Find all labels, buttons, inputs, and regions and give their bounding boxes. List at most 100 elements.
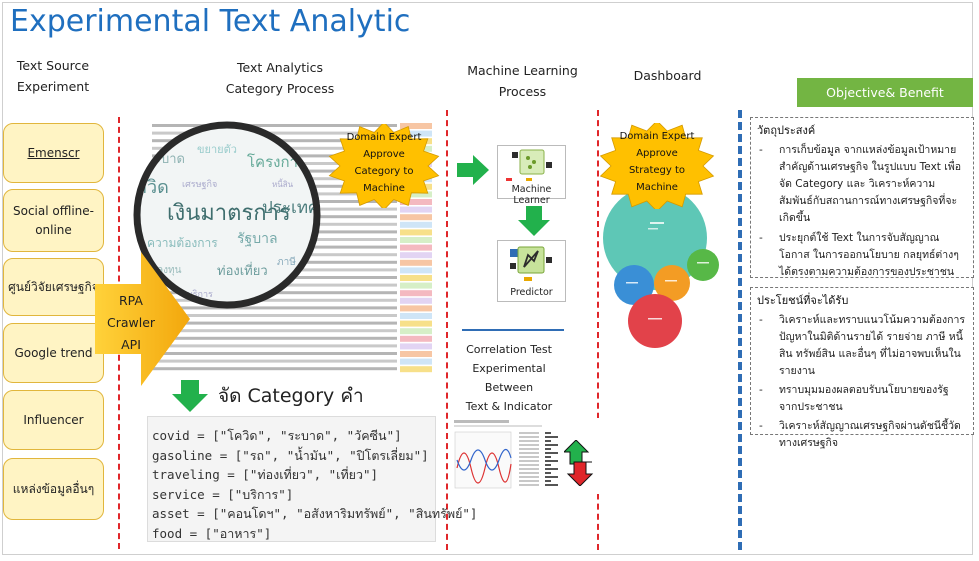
benefit-item-text: ทราบมุมมองผลตอบรับนโยบายของรัฐจากประชาชน — [779, 384, 949, 413]
divider-blue — [738, 110, 742, 550]
table-row-tag — [400, 305, 432, 312]
table-row-tag — [400, 267, 432, 274]
mini-table-cell — [545, 484, 558, 486]
learner-node-icon — [506, 149, 552, 181]
rpa-labels: RPA Crawler API — [100, 290, 162, 356]
table-row-tag — [400, 191, 432, 198]
machine-learner-node: Machine Learner — [497, 145, 566, 206]
mini-table-cell — [519, 468, 539, 470]
correlation-line: Correlation Test — [466, 343, 552, 356]
mini-table-cell — [545, 448, 551, 450]
table-row-tag — [400, 237, 432, 243]
bubble-red — [628, 294, 682, 348]
objective-item: -การเก็บข้อมูล จากแหล่งข้อมูลเป้าหมายสำค… — [759, 144, 962, 224]
table-row-tag — [400, 282, 432, 289]
source-label: Social offline- online — [13, 203, 94, 237]
mini-table-cell — [519, 464, 539, 466]
table-row-tag — [400, 328, 432, 335]
table-row — [152, 336, 397, 340]
table-row — [152, 359, 397, 363]
mini-table-cell — [545, 432, 551, 434]
domain-expert-category-label: Domain Expert Approve Category to Machin… — [346, 132, 422, 194]
mini-table-cell — [519, 436, 539, 438]
domain-expert-strategy-label: Domain Expert Approve Strategy to Machin… — [619, 131, 695, 193]
mini-table-cell — [545, 456, 551, 458]
mini-table-cell — [519, 452, 539, 454]
source-social: Social offline- online — [3, 189, 104, 252]
mini-table-cell — [519, 476, 539, 478]
code-line-service: service = ["บริการ"] — [152, 486, 294, 502]
header-line: Process — [498, 84, 547, 99]
table-row-tag — [400, 259, 432, 266]
table-row-tag — [400, 229, 432, 236]
trend-up-down-icon — [564, 440, 594, 486]
svg-text:เศรษฐกิจ: เศรษฐกิจ — [182, 179, 217, 190]
table-row-tag — [400, 244, 432, 251]
benefit-title: ประโยชน์ที่จะได้รับ — [757, 294, 849, 307]
table-row-tag — [400, 366, 432, 373]
category-code-box: covid = ["โควิด", "ระบาด", "วัคซีน"] gas… — [147, 416, 477, 542]
table-row-tag — [400, 275, 432, 281]
correlation-thumbnail — [451, 418, 599, 494]
mini-table-cell — [545, 452, 558, 454]
svg-text:ความต้องการ: ความต้องการ — [147, 236, 218, 250]
table-row — [152, 131, 397, 135]
table-row — [152, 321, 397, 325]
correlation-test-label: Correlation Test Experimental Between Te… — [458, 340, 560, 416]
table-row — [152, 314, 397, 317]
table-row-tag — [400, 221, 432, 228]
ml-section-rule — [462, 329, 564, 331]
mini-table-cell — [545, 468, 558, 470]
table-row-tag — [400, 123, 432, 129]
source-label: Emenscr — [27, 145, 80, 160]
predictor-label: Predictor — [510, 287, 553, 298]
benefit-box: ประโยชน์ที่จะได้รับ -วิเคราะห์และทราบแนว… — [750, 287, 974, 449]
bubble-green — [687, 249, 719, 281]
table-row — [152, 329, 397, 333]
objective-box: วัตถุประสงค์ -การเก็บข้อมูล จากแหล่งข้อม… — [750, 117, 974, 278]
bubble-teal — [603, 186, 707, 290]
svg-text:โครงการ: โครงการ — [247, 153, 306, 171]
benefit-item-text: วิเคราะห์และทราบแนวโน้มความต้องการ ปัญหา… — [779, 314, 966, 377]
benefit-item: -วิเคราะห์และทราบแนวโน้มความต้องการ ปัญห… — [759, 314, 966, 377]
mini-table-cell — [519, 440, 539, 442]
mini-table-cell — [545, 444, 558, 446]
categorize-label: จัด Category คำ — [218, 385, 364, 407]
magnifier-word-cloud: ระบาด ขยายตัว โครงการ ควิด เศรษฐกิจ เงิน… — [133, 121, 321, 309]
source-label: ศูนย์วิจัยเศรษฐกิจ — [8, 279, 99, 294]
benefit-item: -วิเคราะห์สัญญาณเศรษฐกิจผ่านดัชนีชี้วัดท… — [759, 420, 961, 449]
table-row-tag — [400, 290, 432, 297]
header-line: Text Source — [16, 58, 90, 73]
mini-table-cell — [519, 480, 539, 482]
benefit-item: -ทราบมุมมองผลตอบรับนโยบายของรัฐจากประชาช… — [759, 384, 949, 413]
correlation-line: Between — [484, 381, 534, 394]
bubble-orange — [654, 265, 690, 301]
source-google-trend: Google trend — [3, 323, 104, 383]
domain-expert-star-category — [328, 124, 440, 208]
table-row-tag — [400, 335, 432, 342]
rpa-arrow — [95, 252, 190, 386]
header-line: Category Process — [225, 81, 335, 96]
code-line-food: food = ["อาหาร"] — [152, 525, 272, 541]
mini-table-cell — [519, 460, 539, 462]
source-influencer: Influencer — [3, 390, 104, 450]
table-row-tag — [400, 351, 432, 357]
table-row-tag — [400, 320, 432, 327]
benefit-item-text: วิเคราะห์สัญญาณเศรษฐกิจผ่านดัชนีชี้วัดทา… — [779, 420, 961, 449]
table-row-tag — [400, 358, 432, 365]
table-row-tag — [400, 199, 432, 205]
page-title: Experimental Text Analytic — [10, 4, 411, 39]
table-row-tag — [400, 252, 432, 259]
mini-table-cell — [545, 476, 558, 478]
svg-text:หนี้สิน: หนี้สิน — [272, 178, 294, 189]
code-line-traveling: traveling = ["ท่องเที่ยว", "เที่ยว"] — [152, 467, 379, 482]
arrow-down-categorize — [172, 380, 208, 412]
source-label: Influencer — [23, 412, 84, 427]
arrow-right-to-ml — [457, 155, 489, 185]
svg-text:ประเทศ: ประเทศ — [262, 198, 319, 218]
source-research-center: ศูนย์วิจัยเศรษฐกิจ — [3, 258, 104, 316]
table-row-tag — [400, 343, 432, 350]
table-row-tag — [400, 297, 432, 304]
dashboard-bubble-chart — [603, 186, 719, 348]
source-label: แหล่งข้อมูลอื่นๆ — [12, 481, 95, 496]
